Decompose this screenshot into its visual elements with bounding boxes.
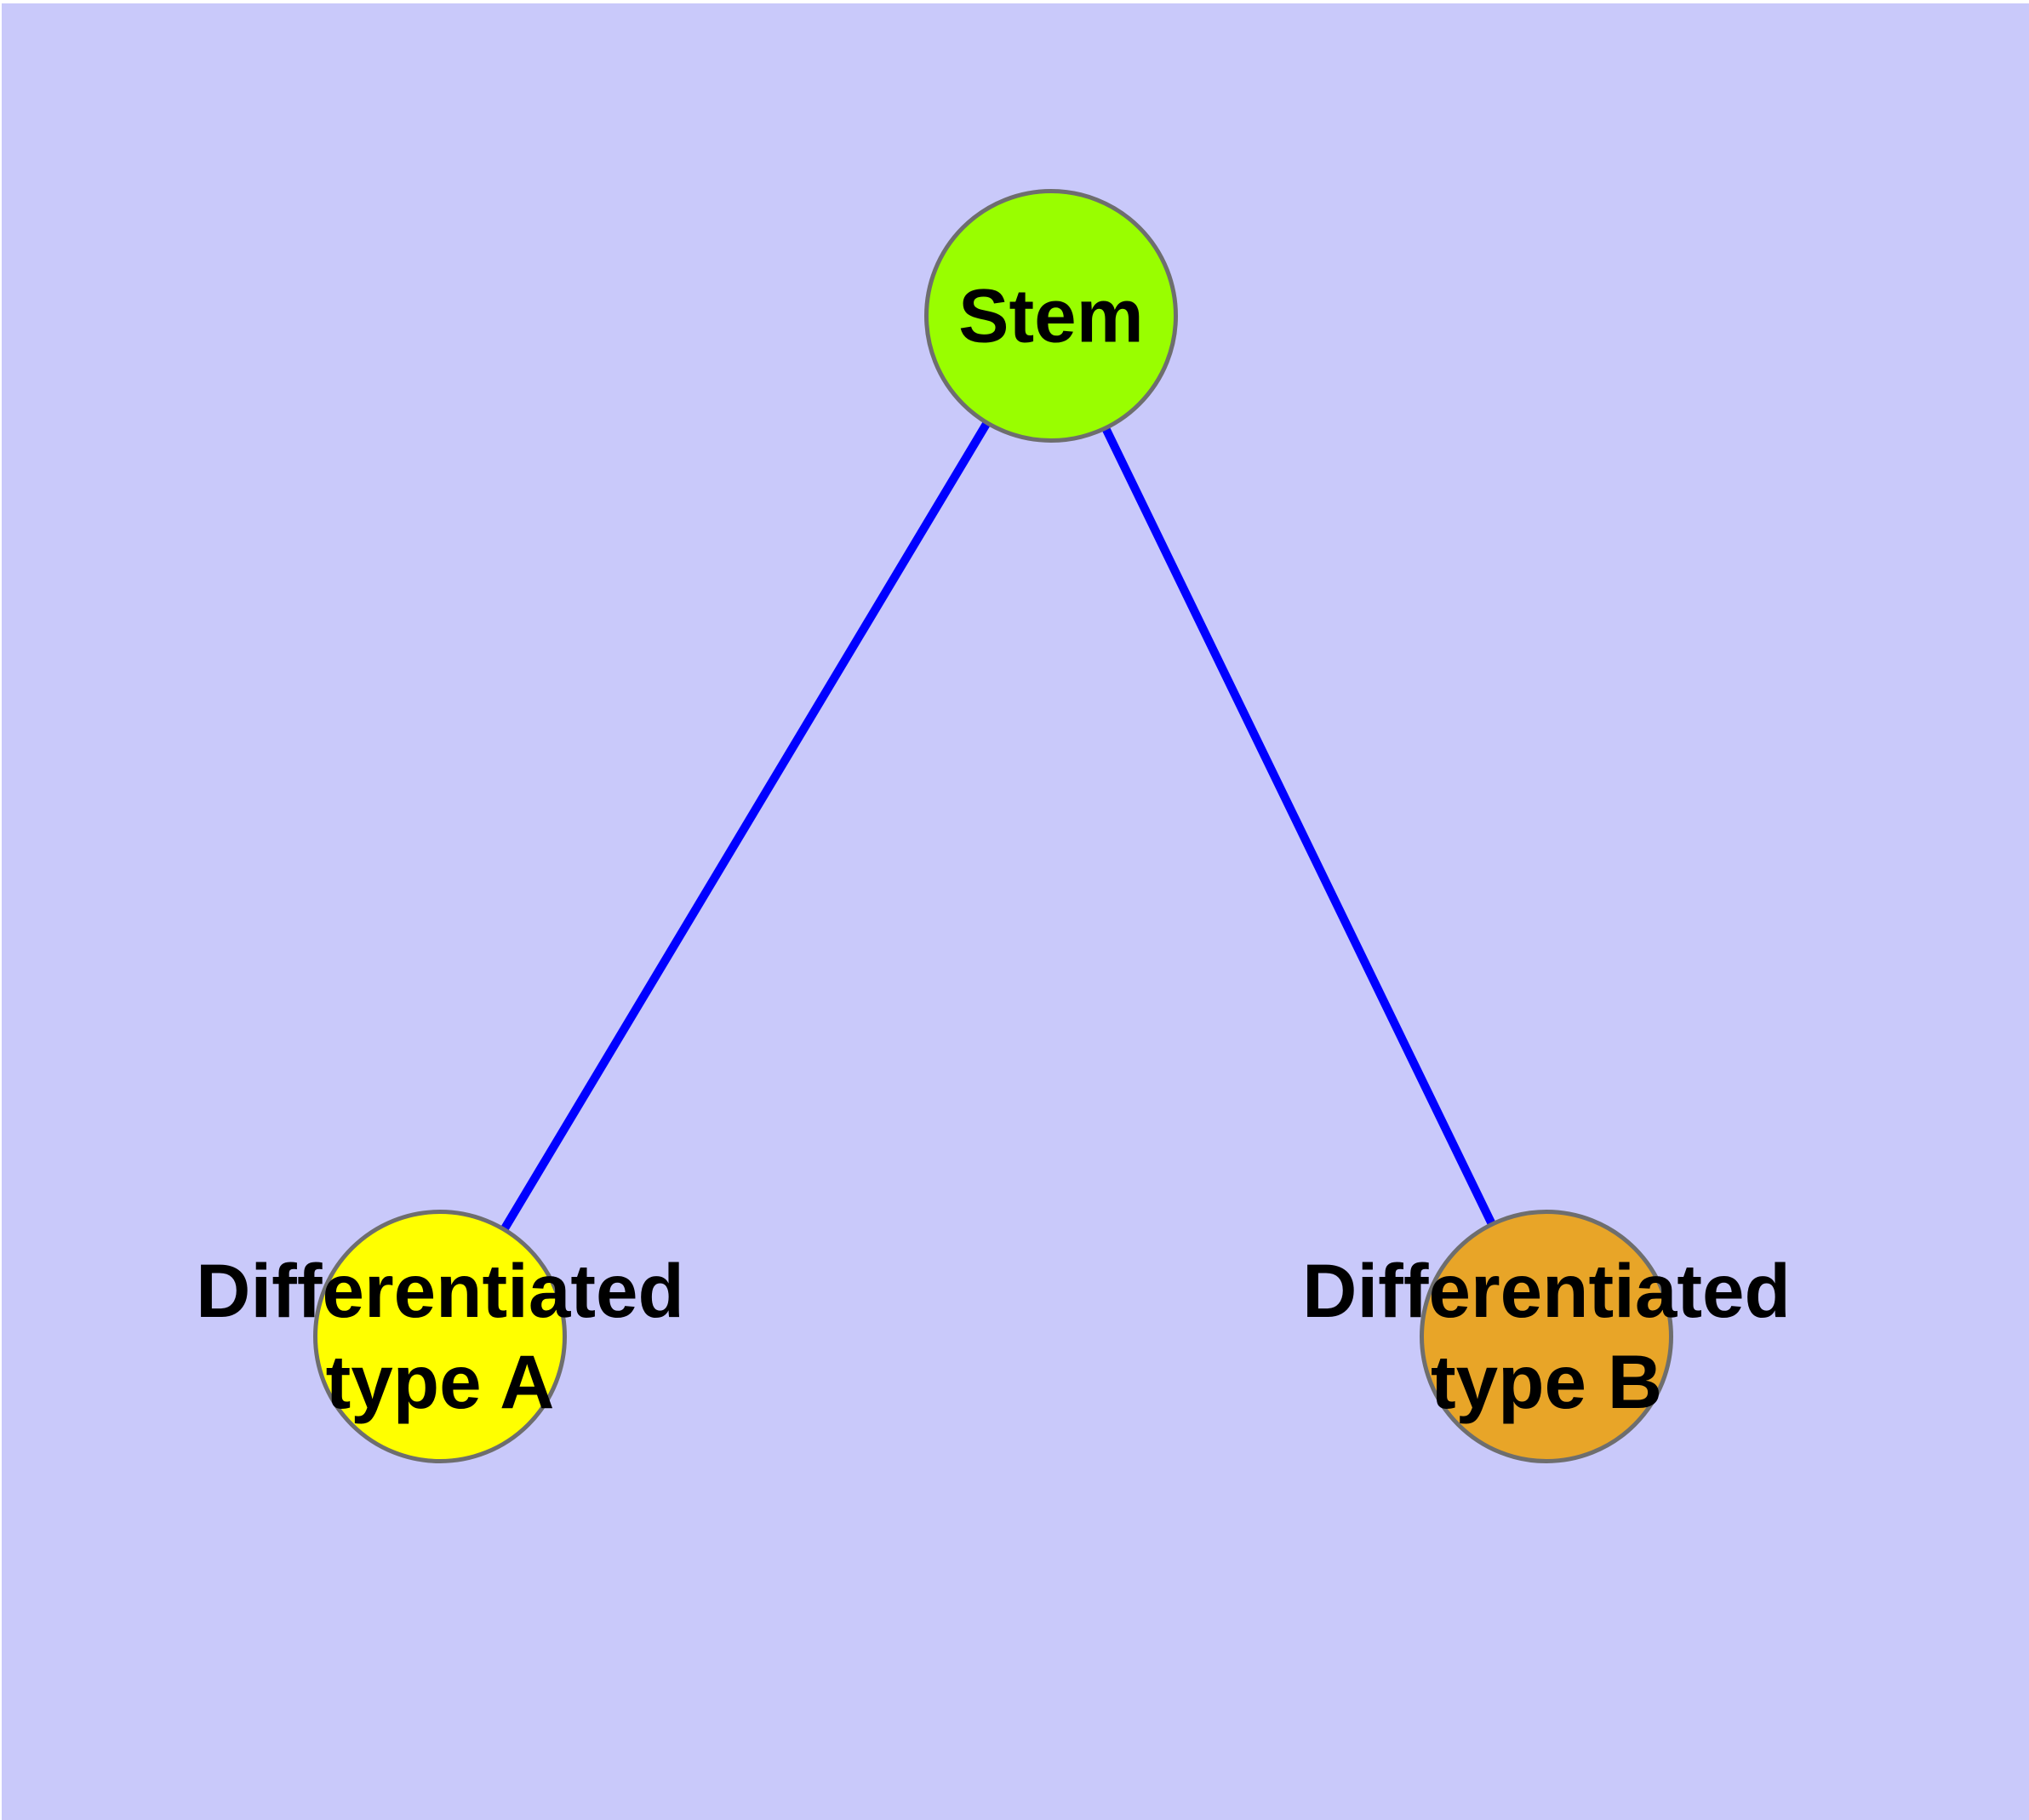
node-differentiated-type-a: Differentiated type A xyxy=(196,1210,684,1463)
node-stem-label: Stem xyxy=(958,272,1144,358)
node-stem: Stem xyxy=(924,189,1178,443)
edge-stem-to-type-b xyxy=(1047,313,1551,1339)
node-differentiated-type-b: Differentiated type B xyxy=(1302,1210,1791,1463)
node-differentiated-type-b-label: Differentiated type B xyxy=(1302,1248,1791,1424)
edge-stem-to-type-a xyxy=(436,313,1055,1339)
node-differentiated-type-a-label: Differentiated type A xyxy=(196,1248,684,1424)
